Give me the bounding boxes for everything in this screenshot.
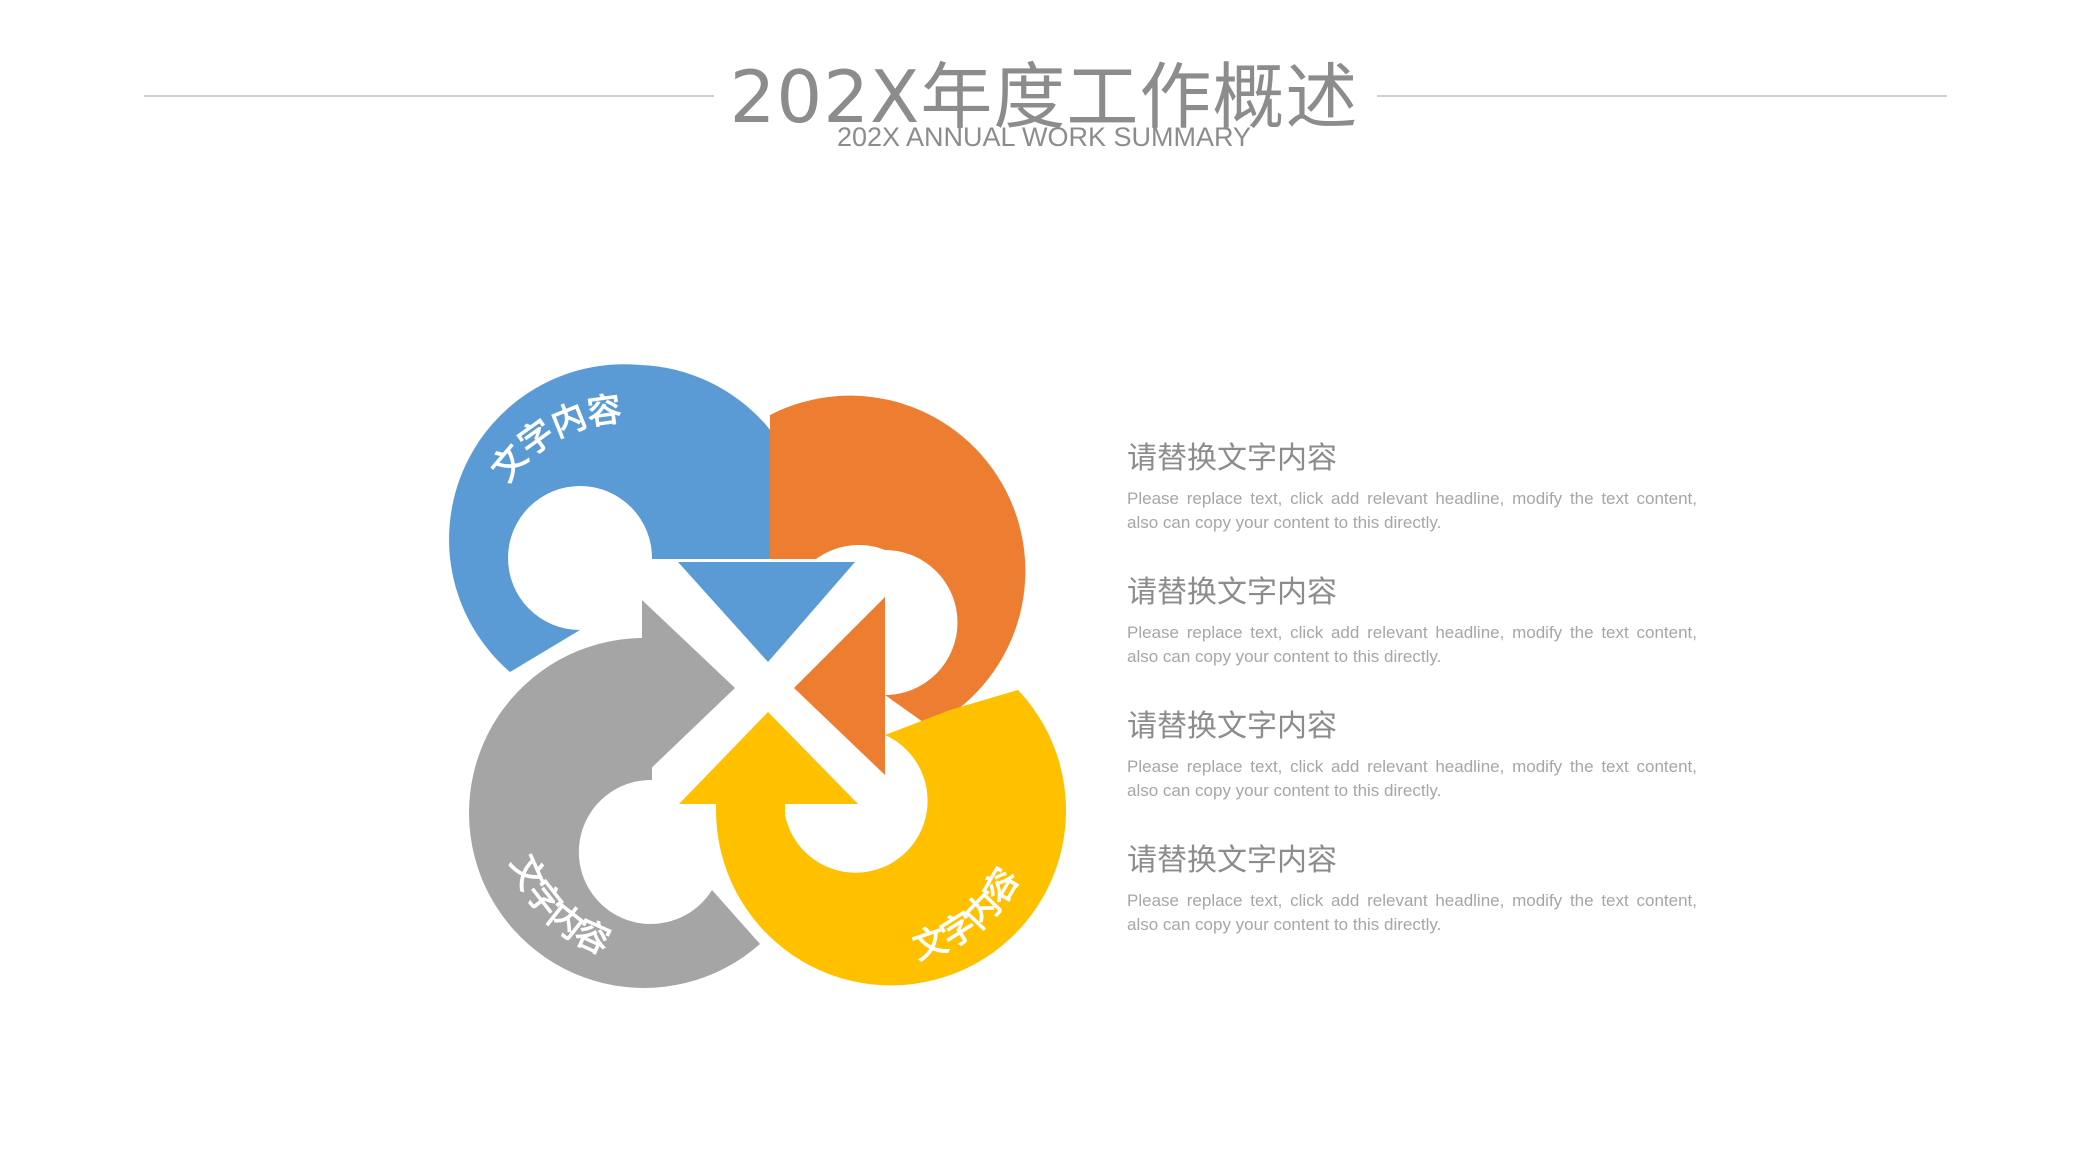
text-items-list: 请替换文字内容 Please replace text, click add r… [1127,437,1697,973]
header-divider-left [144,95,714,97]
cycle-arrow-diagram: 文字内容 文字内容 文字内容 文字内容 [449,364,1074,988]
segment-yellow-arrowhead [679,712,858,804]
item-description: Please replace text, click add relevant … [1127,757,1697,800]
item-title: 请替换文字内容 [1127,709,1337,744]
item-description: Please replace text, click add relevant … [1127,891,1697,934]
page-title: 202X年度工作概述 [729,55,1359,139]
segment-gray: 文字内容 [469,600,760,988]
list-item: 请替换文字内容 Please replace text, click add r… [1127,839,1697,973]
list-item: 请替换文字内容 Please replace text, click add r… [1127,437,1697,571]
segment-orange-ring [770,395,1026,727]
item-title: 请替换文字内容 [1127,441,1337,476]
segment-gray-arrowhead [642,600,735,777]
item-description: Please replace text, click add relevant … [1127,489,1697,532]
list-item: 请替换文字内容 Please replace text, click add r… [1127,571,1697,705]
list-item: 请替换文字内容 Please replace text, click add r… [1127,705,1697,839]
header-divider-right [1377,95,1947,97]
segment-yellow-ring [715,690,1066,986]
item-title: 请替换文字内容 [1127,575,1337,610]
segment-orange-arrowhead [794,597,885,775]
item-description: Please replace text, click add relevant … [1127,623,1697,666]
segment-blue-ring [449,364,810,672]
segment-blue-arrowhead [678,562,855,662]
page-subtitle: 202X ANNUAL WORK SUMMARY [836,122,1252,152]
item-title: 请替换文字内容 [1127,843,1337,878]
segment-gray-ring [469,638,760,988]
